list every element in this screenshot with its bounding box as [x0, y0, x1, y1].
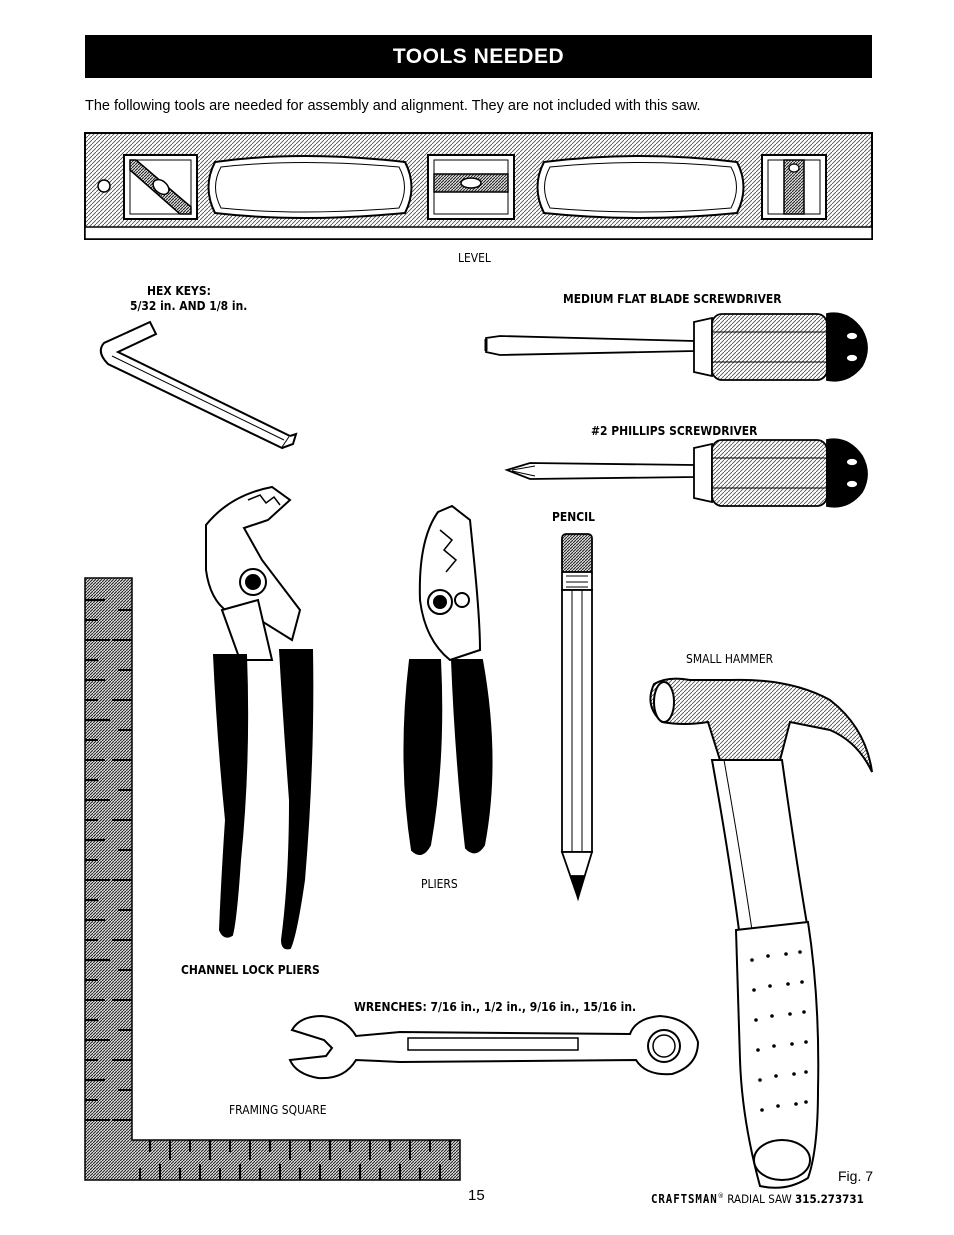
section-title: TOOLS NEEDED — [85, 35, 872, 78]
framing-square-icon — [84, 577, 461, 1181]
flat-screwdriver-icon — [484, 312, 868, 382]
channel-lock-label: CHANNEL LOCK PLIERS — [181, 962, 320, 977]
flat-screwdriver-label: MEDIUM FLAT BLADE SCREWDRIVER — [563, 291, 782, 306]
level-icon — [84, 132, 873, 240]
wrench-icon — [288, 1014, 700, 1080]
figure-number: Fig. 7 — [838, 1168, 874, 1184]
phillips-screwdriver-label: #2 PHILLIPS SCREWDRIVER — [591, 423, 758, 438]
brand-logo: CRAFTSMAN — [651, 1192, 718, 1206]
intro-text: The following tools are needed for assem… — [85, 98, 701, 114]
hex-key-icon — [99, 320, 298, 450]
registered-mark: ® — [717, 1192, 724, 1201]
hex-keys-label: HEX KEYS: — [147, 283, 211, 298]
hammer-icon — [649, 677, 873, 1189]
pencil-icon — [560, 533, 594, 902]
hammer-label: SMALL HAMMER — [686, 651, 774, 666]
framing-square-label: FRAMING SQUARE — [229, 1102, 327, 1117]
page-number: 15 — [468, 1187, 485, 1204]
pliers-label: PLIERS — [421, 876, 458, 891]
pencil-label: PENCIL — [552, 509, 595, 524]
model-number: 315.273731 — [795, 1192, 864, 1206]
hex-keys-sizes-label: 5/32 in. AND 1/8 in. — [130, 298, 248, 313]
channel-lock-pliers-icon — [205, 485, 314, 950]
product-name: RADIAL SAW — [727, 1192, 792, 1206]
level-label: LEVEL — [458, 250, 491, 265]
wrenches-label: WRENCHES: 7/16 in., 1/2 in., 9/16 in., 1… — [354, 999, 637, 1014]
pliers-icon — [403, 504, 493, 855]
footer-brand-line: CRAFTSMAN® RADIAL SAW 315.273731 — [651, 1192, 864, 1206]
phillips-screwdriver-icon — [504, 438, 868, 508]
